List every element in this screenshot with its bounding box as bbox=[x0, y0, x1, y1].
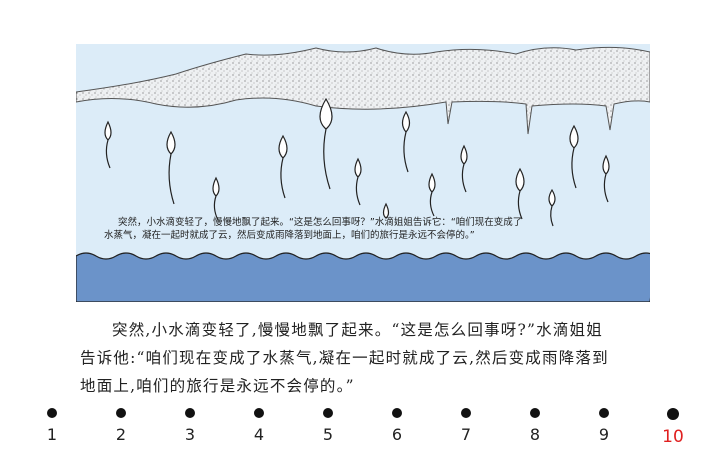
sea bbox=[76, 252, 650, 302]
water-drops bbox=[104, 97, 610, 227]
page-3-button[interactable]: 3 bbox=[170, 408, 210, 444]
page-dot[interactable] bbox=[323, 408, 333, 418]
page-number[interactable]: 4 bbox=[253, 425, 265, 444]
page-6-button[interactable]: 6 bbox=[377, 408, 417, 444]
caption-line: 突然，小水滴变轻了，慢慢地飘了起来。“这是怎么回事呀？”水滴姐姐告诉它：“咱们现… bbox=[118, 217, 523, 228]
page-number[interactable]: 5 bbox=[322, 425, 334, 444]
page-dot[interactable] bbox=[530, 408, 540, 418]
page-dot[interactable] bbox=[47, 408, 57, 418]
page-7-button[interactable]: 7 bbox=[446, 408, 486, 444]
page-number[interactable]: 7 bbox=[460, 425, 472, 444]
story-line: 突然,小水滴变轻了,慢慢地飘了起来。“这是怎么回事呀?”水滴姐姐 bbox=[112, 321, 603, 339]
cloud bbox=[76, 46, 650, 135]
page-dot[interactable] bbox=[599, 408, 609, 418]
page-2-button[interactable]: 2 bbox=[101, 408, 141, 444]
page-dot[interactable] bbox=[185, 408, 195, 418]
story-illustration bbox=[76, 44, 650, 302]
page-9-button[interactable]: 9 bbox=[584, 408, 624, 444]
page-8-button[interactable]: 8 bbox=[515, 408, 555, 444]
page-number[interactable]: 2 bbox=[115, 425, 127, 444]
page-5-button[interactable]: 5 bbox=[308, 408, 348, 444]
illustration-caption: 突然，小水滴变轻了，慢慢地飘了起来。“这是怎么回事呀？”水滴姐姐告诉它：“咱们现… bbox=[104, 216, 624, 242]
page-number[interactable]: 6 bbox=[391, 425, 403, 444]
page-number[interactable]: 3 bbox=[184, 425, 196, 444]
page-dot[interactable] bbox=[116, 408, 126, 418]
page-dot[interactable] bbox=[461, 408, 471, 418]
page-dot[interactable] bbox=[254, 408, 264, 418]
story-line: 地面上,咱们的旅行是永远不会停的。” bbox=[80, 377, 355, 395]
page-number[interactable]: 8 bbox=[529, 425, 541, 444]
page-4-button[interactable]: 4 bbox=[239, 408, 279, 444]
page-number[interactable]: 9 bbox=[598, 425, 610, 444]
page-1-button[interactable]: 1 bbox=[32, 408, 72, 444]
page-number[interactable]: 1 bbox=[46, 425, 58, 444]
story-text: 突然,小水滴变轻了,慢慢地飘了起来。“这是怎么回事呀?”水滴姐姐 告诉他:“咱们… bbox=[80, 316, 670, 400]
caption-line: 水蒸气，凝在一起时就成了云，然后变成雨降落到地面上，咱们的旅行是永远不会停的。” bbox=[104, 230, 475, 241]
page-dot[interactable] bbox=[392, 408, 402, 418]
page-dot[interactable] bbox=[667, 408, 679, 420]
story-line: 告诉他:“咱们现在变成了水蒸气,凝在一起时就成了云,然后变成雨降落到 bbox=[80, 349, 609, 367]
page-number[interactable]: 10 bbox=[662, 427, 684, 447]
page-10-button-active[interactable]: 10 bbox=[653, 408, 693, 447]
